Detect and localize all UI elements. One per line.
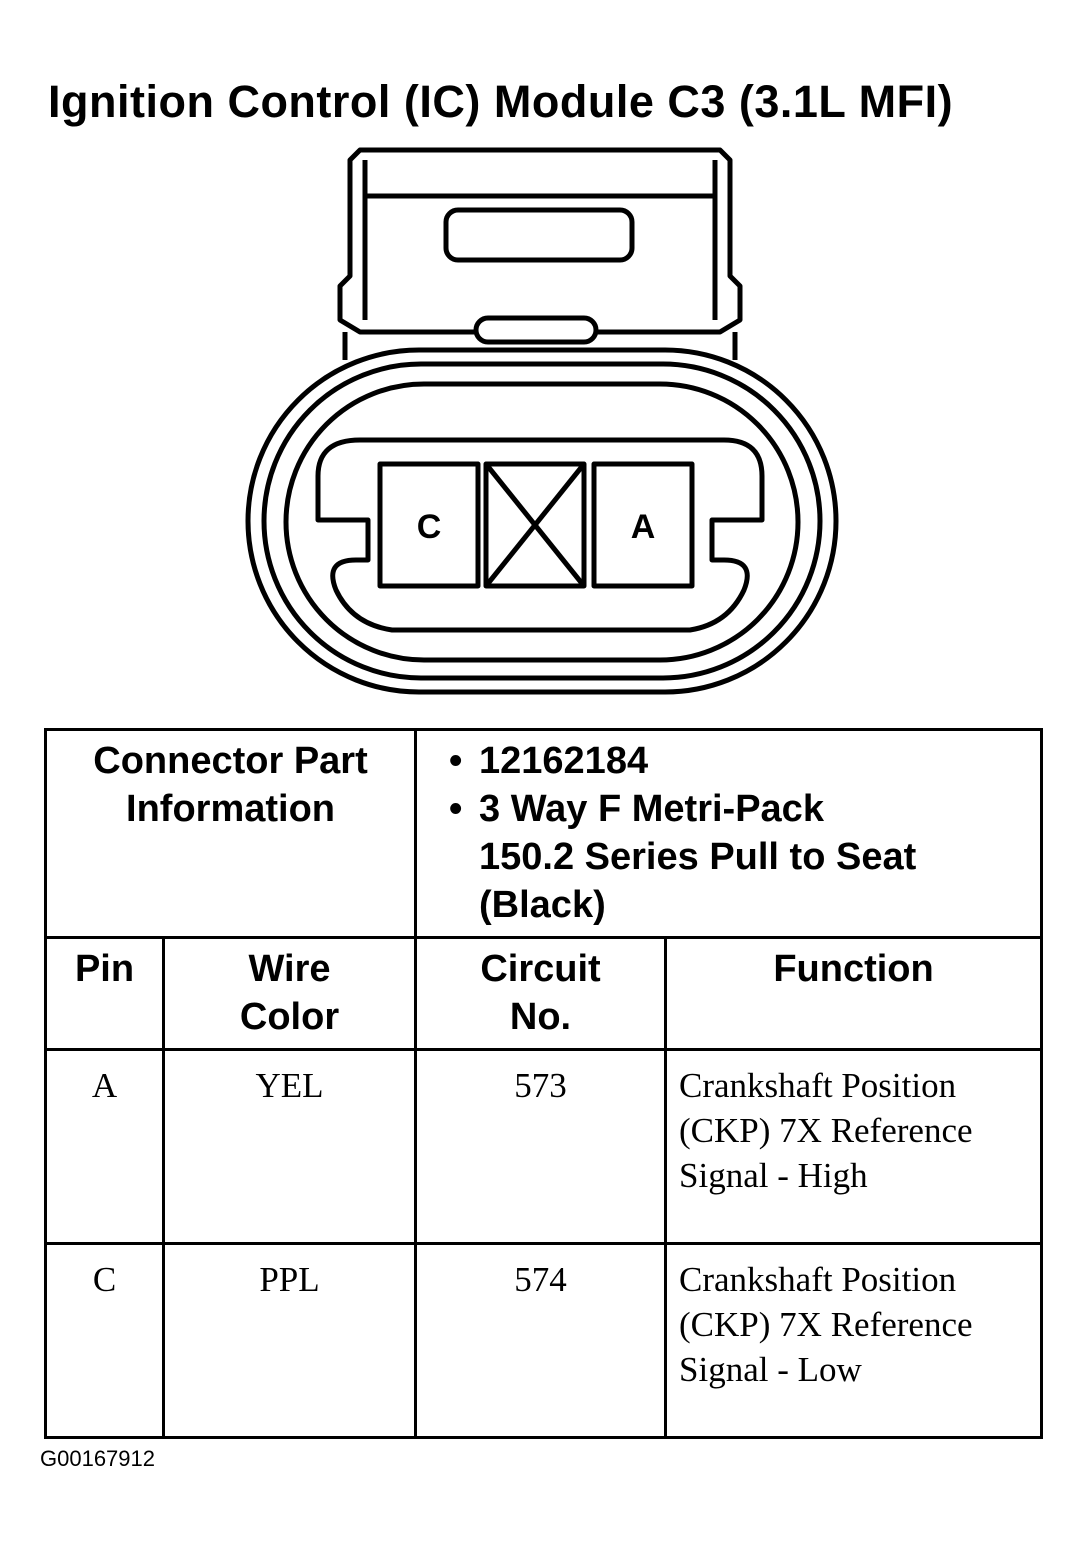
- table-row: C PPL 574 Crankshaft Position (CKP) 7X R…: [44, 1242, 1044, 1439]
- part-info-label-line2: Information: [126, 788, 335, 830]
- table-row: A YEL 573 Crankshaft Position (CKP) 7X R…: [44, 1048, 1044, 1245]
- column-header-circuit-no: Circuit No.: [414, 936, 668, 1051]
- circuit-cell: 573: [414, 1048, 668, 1245]
- connector-pinout-table: Connector Part Information 12162184 3 Wa…: [43, 728, 1044, 1439]
- cavity-label-a: A: [631, 508, 656, 546]
- pin-cell: C: [44, 1242, 165, 1439]
- wire-color-cell: PPL: [161, 1242, 418, 1439]
- connector-lock-tab: [337, 147, 743, 360]
- circuit-cell: 574: [414, 1242, 668, 1439]
- part-info-label: Connector Part Information: [43, 728, 418, 939]
- pin-cavity-a: [591, 461, 695, 589]
- function-cell: Crankshaft Position (CKP) 7X Reference S…: [664, 1242, 1044, 1439]
- wire-color-cell: YEL: [161, 1048, 418, 1245]
- pin-cell: A: [44, 1048, 165, 1245]
- page-title: Ignition Control (IC) Module C3 (3.1L MF…: [48, 76, 954, 127]
- column-header-function: Function: [664, 936, 1044, 1051]
- part-info-label-line1: Connector Part: [93, 740, 368, 782]
- pin-cavity-c: [377, 461, 481, 589]
- part-description: 3 Way F Metri-Pack 150.2 Series Pull to …: [449, 785, 919, 929]
- part-number: 12162184: [449, 737, 1040, 785]
- pin-cavity-blocked: [483, 461, 587, 589]
- part-info-row: Connector Part Information 12162184 3 Wa…: [43, 728, 1044, 939]
- figure-id: G00167912: [40, 1446, 155, 1471]
- table-header-row: Pin Wire Color Circuit No. Function: [44, 936, 1044, 1051]
- column-header-wire-color: Wire Color: [161, 936, 418, 1051]
- connector-face-diagram: C A: [245, 147, 839, 695]
- column-header-pin: Pin: [44, 936, 165, 1051]
- part-info-values: 12162184 3 Way F Metri-Pack 150.2 Series…: [414, 728, 1044, 939]
- function-cell: Crankshaft Position (CKP) 7X Reference S…: [664, 1048, 1044, 1245]
- connector-body: [245, 347, 839, 695]
- cavity-label-c: C: [417, 508, 442, 546]
